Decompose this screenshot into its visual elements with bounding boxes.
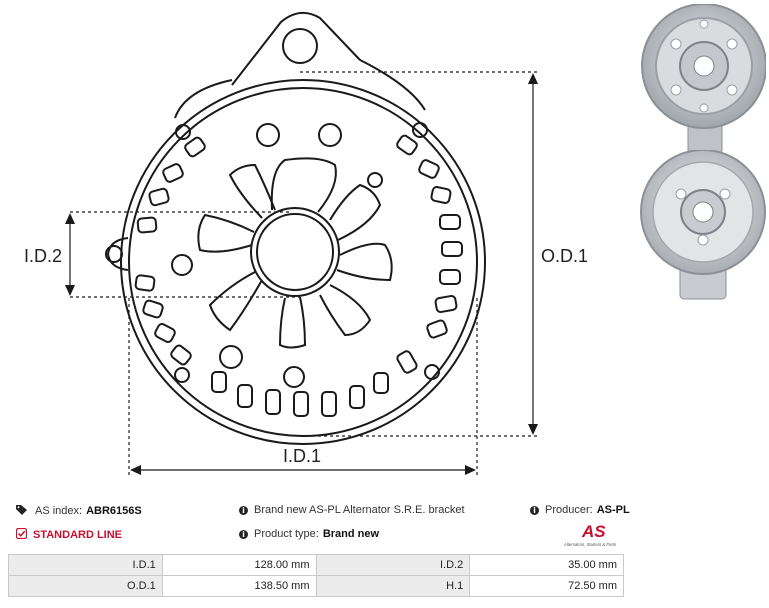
logo-tagline: Alternators, Starters & Parts <box>564 542 616 547</box>
info-icon: i <box>239 505 248 515</box>
mounting-lug-hole <box>282 28 318 64</box>
bracket-photo-top <box>641 4 766 155</box>
tags-icon <box>16 504 29 518</box>
spec-key: I.D.1 <box>8 554 163 576</box>
as-index-label: AS index: <box>35 505 83 517</box>
producer-value: AS-PL <box>596 504 630 516</box>
info-icon: i <box>530 505 539 515</box>
product-type-label: Product type: <box>254 528 319 540</box>
arrow-head <box>130 465 141 475</box>
description-text: Brand new AS-PL Alternator S.R.E. bracke… <box>254 504 465 516</box>
arrow-head <box>465 465 476 475</box>
table-row: O.D.1 138.50 mm H.1 72.50 mm <box>8 575 624 597</box>
dim-label-id2: I.D.2 <box>24 246 62 266</box>
vent-slots-right <box>396 134 463 339</box>
info-icon: i <box>239 529 248 539</box>
dim-label-od1: O.D.1 <box>541 246 588 266</box>
producer: i Producer: AS-PL <box>530 504 630 516</box>
spec-value: 72.50 mm <box>469 575 624 597</box>
arrow-head <box>528 73 538 84</box>
logo-text: AS <box>581 522 606 541</box>
description: i Brand new AS-PL Alternator S.R.E. brac… <box>239 504 465 516</box>
vent-slots-bottom <box>211 350 418 417</box>
spec-value: 128.00 mm <box>161 554 317 576</box>
product-type-value: Brand new <box>322 528 380 540</box>
mounting-lug-outline <box>231 11 361 86</box>
as-pl-logo: AS Alternators, Starters & Parts <box>564 522 616 547</box>
as-index: AS index: ABR6156S <box>16 504 142 518</box>
arrow-head <box>65 213 75 224</box>
technical-drawing: I.D.2 O.D.1 I.D.1 <box>24 11 588 478</box>
spec-value: 138.50 mm <box>161 575 317 597</box>
spec-key: I.D.2 <box>315 554 471 576</box>
product-type: i Product type: Brand new <box>239 528 379 540</box>
spec-key: H.1 <box>315 575 471 597</box>
arrow-head <box>528 424 538 435</box>
standard-line-label: STANDARD LINE <box>33 529 123 541</box>
spec-value: 35.00 mm <box>469 554 624 576</box>
arrow-head <box>65 285 75 296</box>
outer-ring <box>120 79 486 445</box>
vent-slots-left <box>134 136 206 366</box>
table-row: I.D.1 128.00 mm I.D.2 35.00 mm <box>8 554 624 576</box>
outer-ring-inner <box>128 87 478 437</box>
producer-label: Producer: <box>545 504 593 516</box>
dim-label-id1: I.D.1 <box>283 446 321 466</box>
hub-bore <box>250 207 340 297</box>
bracket-photo-bottom <box>640 150 766 300</box>
as-index-value: ABR6156S <box>86 505 142 517</box>
check-square-icon <box>15 527 28 542</box>
spec-key: O.D.1 <box>8 575 163 597</box>
specs-table: I.D.1 128.00 mm I.D.2 35.00 mm O.D.1 138… <box>8 554 624 597</box>
standard-line: STANDARD LINE <box>15 527 123 542</box>
